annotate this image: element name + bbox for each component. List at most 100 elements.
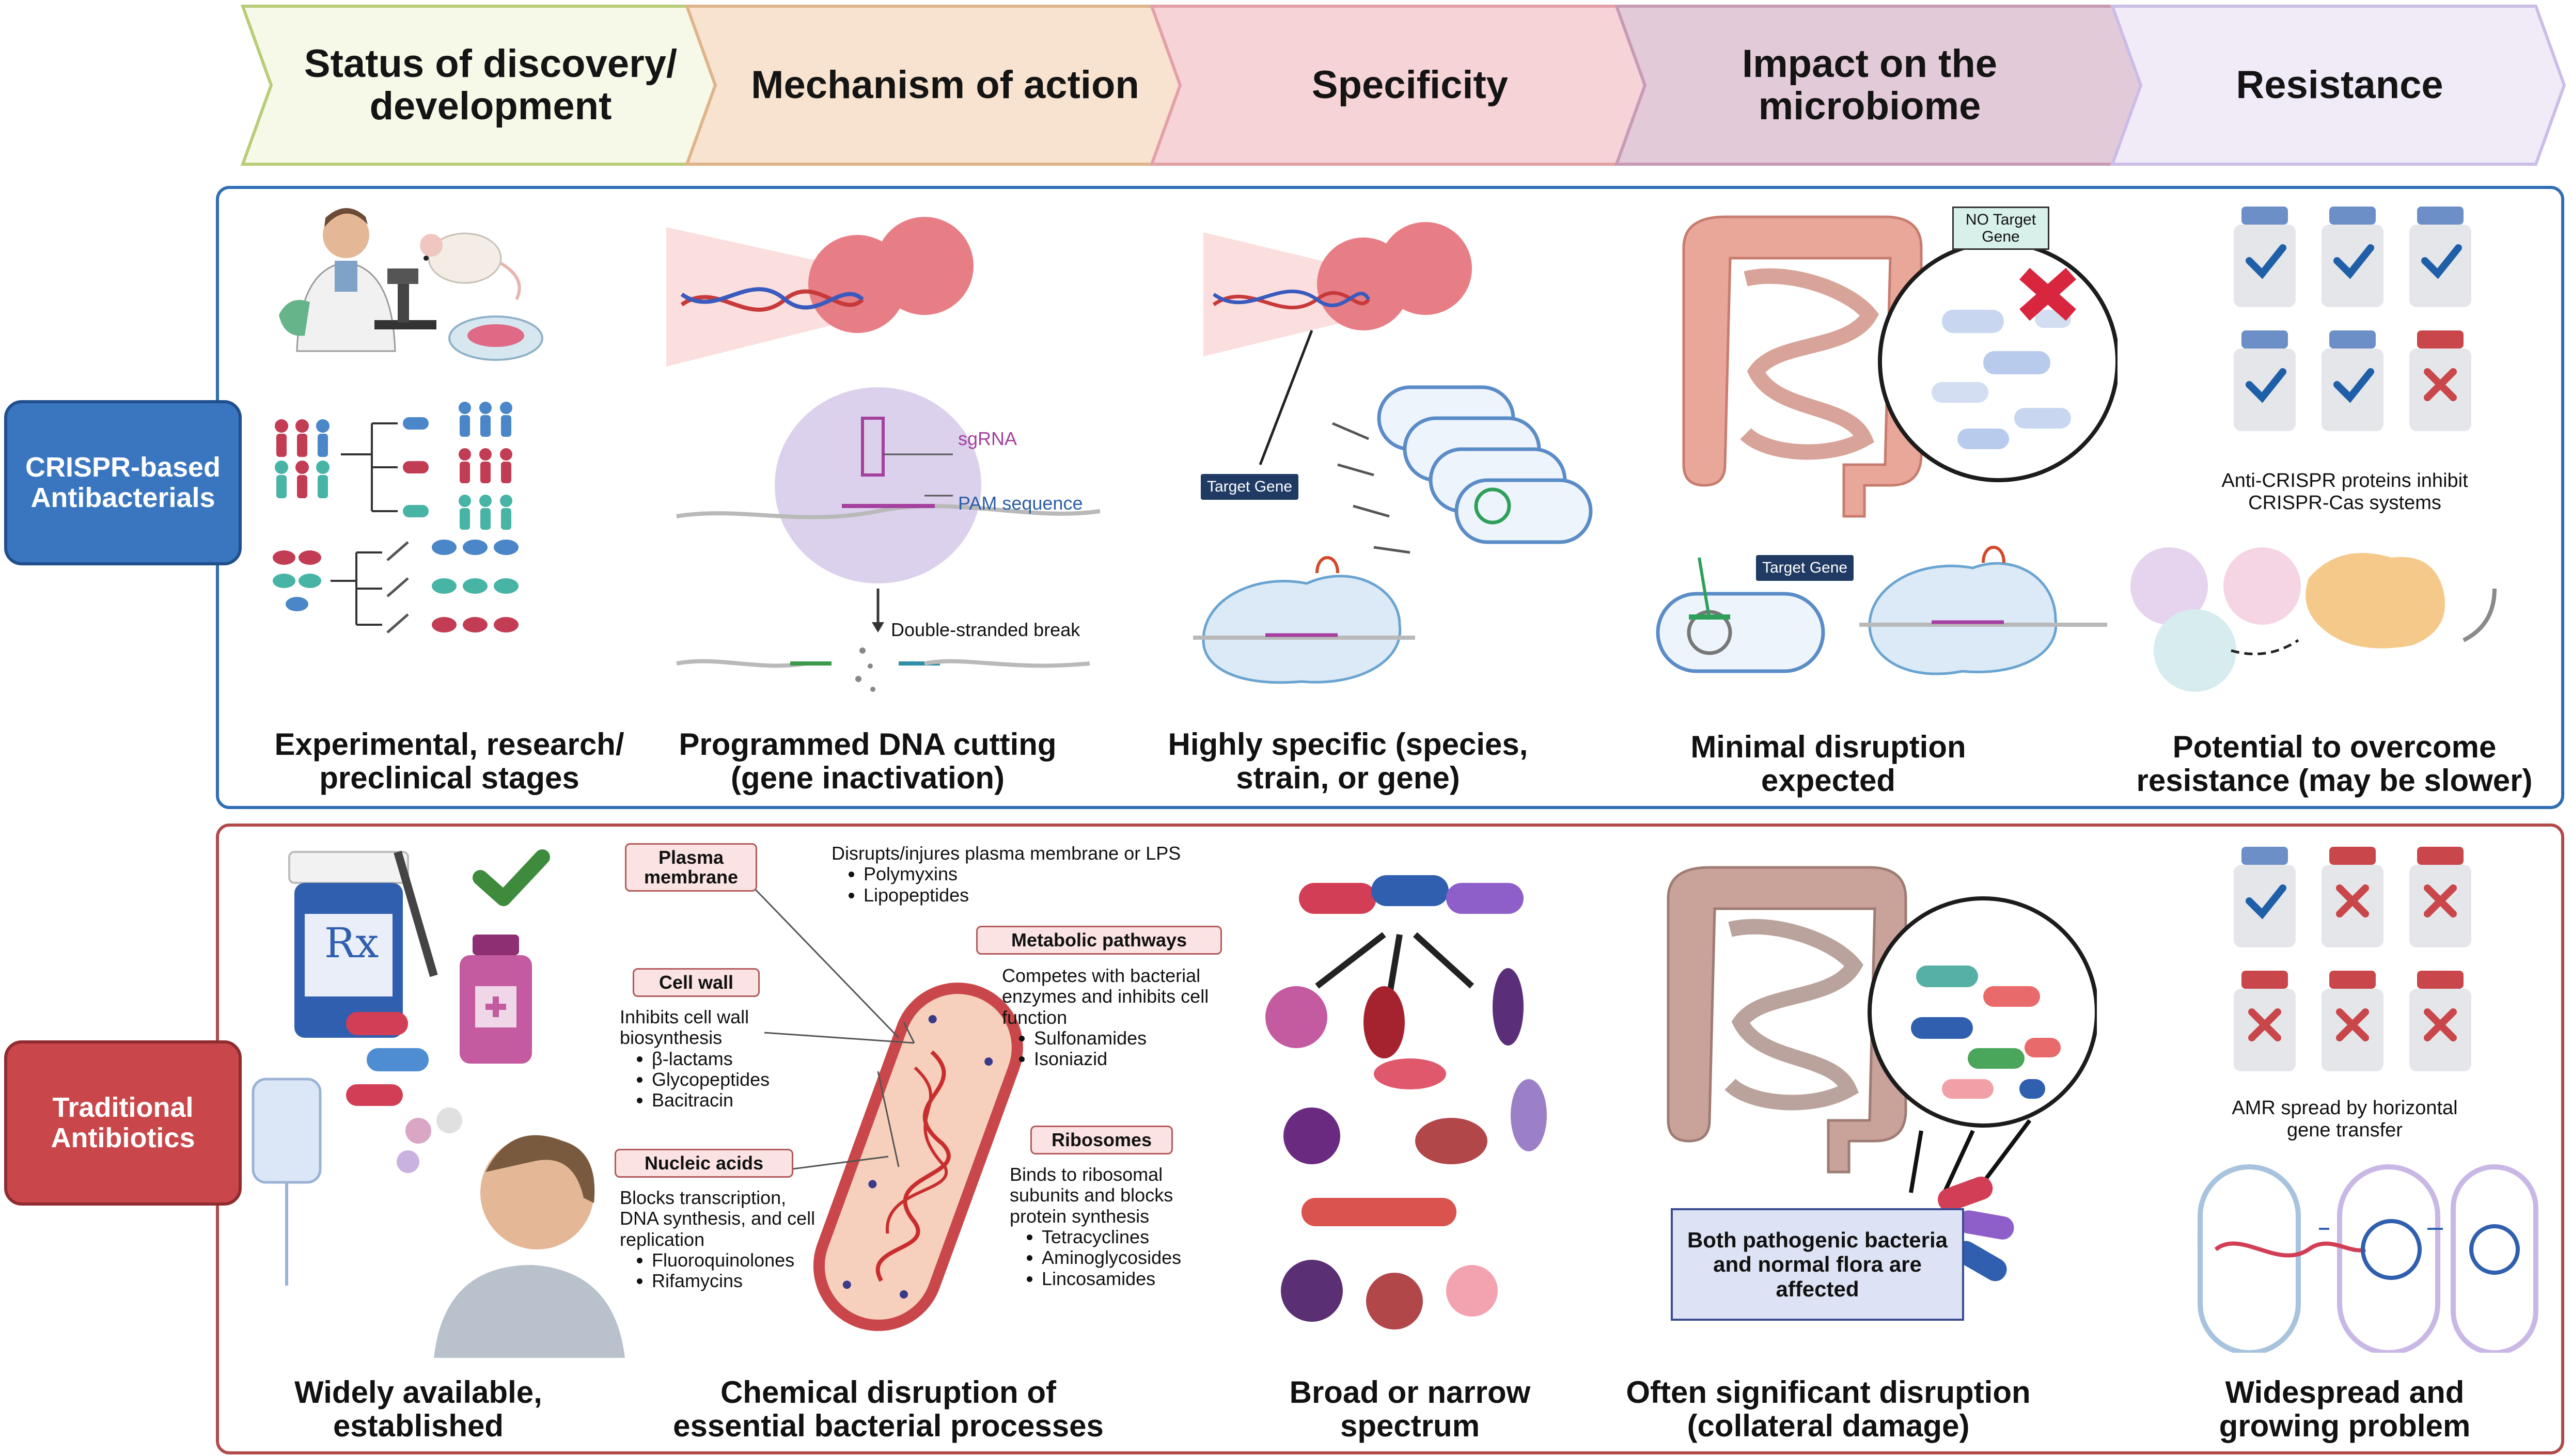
anti-crispr-icon bbox=[2130, 547, 2497, 692]
microscope-icon bbox=[374, 268, 436, 329]
metabolic-item-2: Isoniazid bbox=[1034, 1048, 1219, 1069]
metabolic-item-1: Sulfonamides bbox=[1034, 1027, 1219, 1049]
cell-wall-tag: Cell wall bbox=[633, 968, 760, 997]
nucleic-item-1: Fluoroquinolones bbox=[652, 1249, 816, 1271]
patient-icon bbox=[434, 1135, 625, 1358]
petri-dish-icon bbox=[448, 315, 543, 361]
target-bacteria-icon bbox=[1332, 385, 1593, 554]
crispr-specificity-illustration bbox=[1193, 222, 1593, 684]
syringe-icon bbox=[394, 850, 438, 977]
traditional-microbiome-illustration bbox=[1667, 866, 2097, 1281]
ribosomes-tag: Ribosomes bbox=[1030, 1126, 1173, 1154]
check-icon bbox=[473, 849, 550, 906]
medicine-bottle-icon bbox=[460, 935, 532, 1064]
crispr-mechanism-illustration bbox=[666, 217, 1101, 692]
plasma-membrane-tag: Plasma membrane bbox=[625, 843, 757, 892]
no-target-gene-label: NO Target Gene bbox=[1952, 207, 2049, 250]
header-step-4-label: Impact on the microbiome bbox=[1742, 41, 1998, 128]
animal-trial-groups-icon bbox=[273, 540, 519, 634]
traditional-resistance-illustration bbox=[2198, 847, 2538, 1353]
wall-item-3: Bacitracin bbox=[652, 1089, 816, 1111]
microbiome-zoom-icon bbox=[1878, 241, 2118, 482]
nucleic-item-2: Rifamycins bbox=[652, 1270, 816, 1291]
scientist-icon bbox=[279, 208, 396, 352]
metabolic-desc: Competes with bacterial enzymes and inhi… bbox=[1002, 965, 1219, 1070]
horizontal-gene-transfer-icon bbox=[2198, 1164, 2538, 1353]
bottles-grid-icon-2 bbox=[2234, 847, 2471, 1071]
nucleic-desc-text: Blocks transcription, DNA synthesis, and… bbox=[620, 1187, 815, 1250]
sgrna-label: sgRNA bbox=[958, 428, 1017, 449]
traditional-caption-resistance: Widespread and growing problem bbox=[2219, 1375, 2471, 1443]
collateral-note: Both pathogenic bacteria and normal flor… bbox=[1671, 1208, 1964, 1321]
no-target-cross-icon bbox=[2019, 267, 2076, 321]
mouse-icon bbox=[420, 232, 521, 300]
iv-bag-icon bbox=[252, 1078, 322, 1286]
antibiotic-capsules-icon bbox=[1299, 875, 1524, 914]
target-gene-label: Target Gene bbox=[1201, 474, 1299, 500]
pills-icon-2 bbox=[1937, 1176, 2014, 1281]
traditional-row-label: Traditional Antibiotics bbox=[4, 1040, 242, 1206]
double-stranded-break-label: Double-stranded break bbox=[891, 619, 1080, 640]
bottles-grid-icon bbox=[2234, 207, 2471, 431]
header-step-5-label: Resistance bbox=[2236, 62, 2443, 107]
header-chevrons bbox=[240, 5, 2566, 166]
targeted-bacterium-icon bbox=[1656, 557, 1825, 673]
nucleic-acids-tag: Nucleic acids bbox=[615, 1149, 793, 1178]
crispr-caption-development: Experimental, research/ preclinical stag… bbox=[274, 727, 624, 795]
nucleic-desc: Blocks transcription, DNA synthesis, and… bbox=[620, 1187, 816, 1292]
rx-label: Rx bbox=[324, 919, 379, 967]
traditional-caption-microbiome: Often significant disruption (collateral… bbox=[1626, 1375, 2031, 1443]
header-step-1-label: Status of discovery/ development bbox=[304, 41, 678, 128]
metabolic-desc-text: Competes with bacterial enzymes and inhi… bbox=[1002, 965, 1209, 1028]
traditional-caption-development: Widely available, established bbox=[294, 1375, 542, 1443]
double-strand-break-icon bbox=[676, 589, 1090, 692]
ribosomes-desc-text: Binds to ribosomal subunits and blocks p… bbox=[1010, 1164, 1173, 1227]
crispr-development-illustration bbox=[273, 208, 543, 634]
crispr-caption-specificity: Highly specific (species, strain, or gen… bbox=[1168, 727, 1528, 795]
cas9-on-dna-icon bbox=[1193, 556, 1415, 684]
crispr-caption-microbiome: Minimal disruption expected bbox=[1690, 730, 1966, 798]
amr-note: AMR spread by horizontal gene transfer bbox=[2232, 1097, 2458, 1141]
cas9-complex-icon bbox=[676, 387, 1101, 583]
target-gene-label-2: Target Gene bbox=[1756, 555, 1854, 581]
prescription-bottle-icon bbox=[288, 851, 409, 1038]
wall-item-1: β-lactams bbox=[652, 1048, 816, 1069]
plasma-item-2: Lipopeptides bbox=[864, 884, 1224, 906]
plasma-item-1: Polymyxins bbox=[864, 863, 1224, 884]
cell-wall-desc: Inhibits cell wall biosynthesis β-lactam… bbox=[620, 1006, 816, 1111]
traditional-caption-spectrum: Broad or narrow spectrum bbox=[1289, 1375, 1531, 1443]
metabolic-pathways-tag: Metabolic pathways bbox=[976, 926, 1222, 955]
intestine-icon bbox=[1682, 215, 1923, 518]
crispr-microbiome-illustration bbox=[1656, 215, 2118, 675]
wall-item-2: Glycopeptides bbox=[652, 1069, 816, 1090]
header-step-2-label: Mechanism of action bbox=[751, 62, 1139, 107]
diverse-bacteria-icon bbox=[1265, 968, 1547, 1330]
cas9-on-dna-icon-2 bbox=[1859, 546, 2107, 675]
crispr-row-label: CRISPR-based Antibacterials bbox=[4, 400, 242, 565]
header-step-5-shape bbox=[2110, 5, 2566, 166]
traditional-development-illustration bbox=[252, 849, 625, 1358]
traditional-caption-mechanism: Chemical disruption of essential bacteri… bbox=[673, 1375, 1104, 1443]
phage-injection-icon bbox=[666, 217, 974, 367]
cell-wall-desc-text: Inhibits cell wall biosynthesis bbox=[620, 1006, 749, 1049]
human-trial-groups-icon bbox=[275, 402, 512, 530]
header-step-3-label: Specificity bbox=[1311, 62, 1509, 107]
traditional-spectrum-illustration bbox=[1265, 875, 1547, 1330]
traditional-mechanism-illustration bbox=[748, 887, 1023, 1331]
pam-sequence-label: PAM sequence bbox=[958, 493, 1083, 514]
crispr-caption-resistance: Potential to overcome resistance (may be… bbox=[2136, 730, 2533, 798]
anti-crispr-note: Anti-CRISPR proteins inhibit CRISPR-Cas … bbox=[2221, 470, 2468, 514]
crispr-caption-mechanism: Programmed DNA cutting (gene inactivatio… bbox=[679, 727, 1057, 795]
crispr-resistance-illustration bbox=[2130, 207, 2497, 692]
phage-targeting-icon bbox=[1203, 222, 1472, 465]
ribosomes-item-1: Tetracyclines bbox=[1042, 1226, 1227, 1247]
pills-icon bbox=[346, 1012, 462, 1173]
plasma-membrane-desc: Disrupts/injures plasma membrane or LPS … bbox=[832, 843, 1224, 906]
bacterium-cross-section-icon bbox=[813, 983, 1023, 1331]
intestine-icon-2 bbox=[1667, 866, 1907, 1174]
ribosomes-desc: Binds to ribosomal subunits and blocks p… bbox=[1010, 1164, 1227, 1289]
ribosomes-item-2: Aminoglycosides bbox=[1042, 1247, 1227, 1268]
spread-arrows bbox=[1315, 932, 1475, 997]
ribosomes-item-3: Lincosamides bbox=[1042, 1268, 1227, 1289]
microbiome-zoom-icon-2 bbox=[1868, 896, 2097, 1128]
